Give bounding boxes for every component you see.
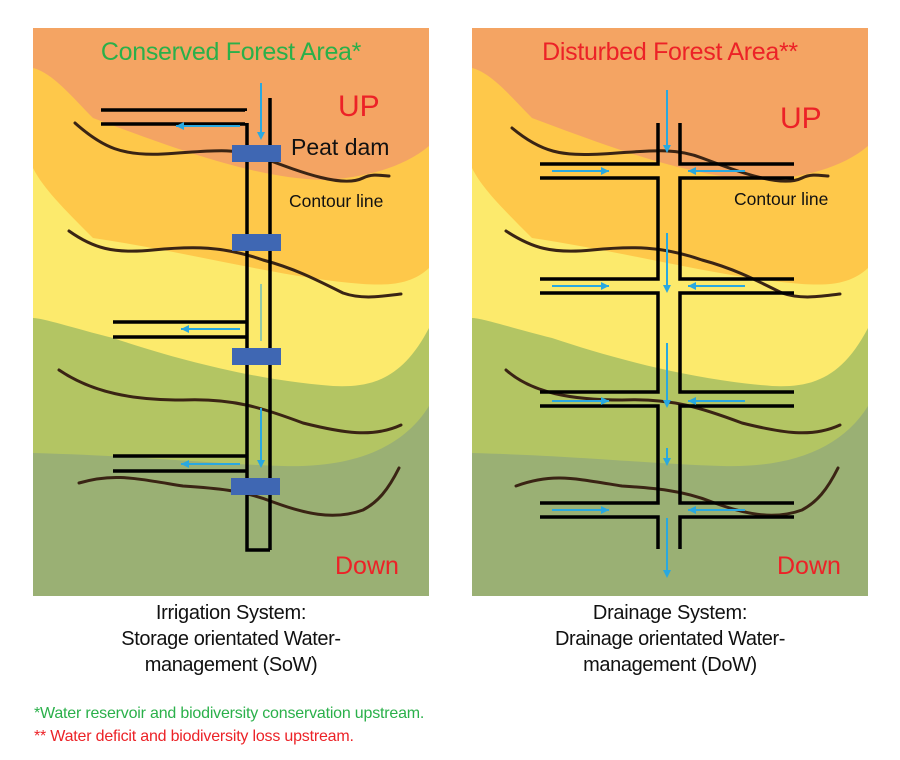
footnote-disturbed: ** Water deficit and biodiversity loss u…: [34, 728, 354, 745]
contour-line-2: [67, 229, 403, 299]
flow-arrows: [176, 83, 265, 468]
flow-arrow-left-3: [688, 397, 745, 405]
elevation-bands: [472, 28, 868, 596]
caption-management-line2: management (DoW): [583, 654, 757, 676]
flow-arrow-down-inlet: [257, 83, 265, 140]
footnote-conserved: *Water reservoir and biodiversity conser…: [34, 705, 425, 722]
flow-arrow-left-1: [688, 167, 745, 175]
contour-line-4: [514, 466, 840, 517]
peat-dam-2: [232, 234, 281, 251]
caption-drainage-system: Drainage System: Drainage orientated Wat…: [470, 600, 870, 678]
caption-management-line2: management (SoW): [144, 654, 318, 676]
flow-arrow-down-outlet: [663, 518, 671, 578]
contour-line-3: [57, 368, 403, 435]
flow-arrow-down-4: [663, 448, 671, 466]
caption-management-line1: Storage orientated Water-: [121, 628, 341, 650]
peat-dam-label: Peat dam: [291, 134, 390, 160]
up-label: UP: [780, 102, 822, 135]
flow-arrow-down-channel-3: [257, 408, 265, 468]
contour-line-label: Contour line: [734, 189, 829, 209]
branch-3: [113, 454, 247, 473]
caption-system-type: Irrigation System:: [155, 602, 307, 624]
junction-2: [540, 291, 794, 394]
disturbed-forest-panel: Disturbed Forest Area** UP Contour line …: [472, 28, 868, 596]
contour-line-2: [504, 229, 842, 299]
flow-arrow-down-inlet: [663, 90, 671, 153]
panel-title-disturbed: Disturbed Forest Area**: [542, 38, 798, 66]
contour-line-label: Contour line: [289, 191, 384, 211]
caption-management-line1: Drainage orientated Water-: [554, 628, 786, 650]
contour-line-1: [510, 126, 830, 183]
peat-dam-4: [231, 478, 280, 495]
conserved-forest-panel: Conserved Forest Area* UP Peat dam Conto…: [33, 28, 429, 596]
drainage-system-diagram: [472, 28, 868, 596]
flow-arrow-left-branch-1: [176, 122, 240, 130]
irrigation-system-diagram: [33, 28, 429, 596]
down-label: Down: [777, 552, 841, 580]
main-channel: [101, 98, 272, 552]
peat-dam-3: [232, 348, 281, 365]
contour-lines: [504, 126, 842, 517]
flow-arrow-right-4: [552, 506, 609, 514]
flow-arrow-left-2: [688, 282, 745, 290]
down-label: Down: [335, 552, 399, 580]
caption-system-type: Drainage System:: [592, 602, 748, 624]
up-label: UP: [338, 90, 380, 123]
junction-1: [540, 123, 794, 281]
band-orange: [472, 28, 868, 180]
caption-irrigation-system: Irrigation System: Storage orientated Wa…: [31, 600, 431, 678]
branch-wall-gaps: [245, 111, 249, 123]
flow-arrow-down-2: [663, 233, 671, 293]
flow-arrow-right-1: [552, 167, 609, 175]
flow-arrow-right-2: [552, 282, 609, 290]
drainage-channels: [540, 123, 794, 549]
branch-2: [113, 320, 247, 339]
peat-dam-1: [232, 145, 281, 162]
junction-4: [540, 515, 794, 549]
flow-arrow-right-3: [552, 397, 609, 405]
band-orange: [33, 28, 429, 180]
panel-title-conserved: Conserved Forest Area*: [100, 38, 362, 66]
flow-arrow-left-4: [688, 506, 745, 514]
flow-arrows: [552, 90, 745, 578]
flow-arrow-left-branch-3: [181, 460, 240, 468]
junction-3: [540, 404, 794, 505]
flow-arrow-left-branch-2: [181, 325, 240, 333]
peat-dams: [231, 145, 281, 495]
flow-arrow-down-3: [663, 343, 671, 408]
